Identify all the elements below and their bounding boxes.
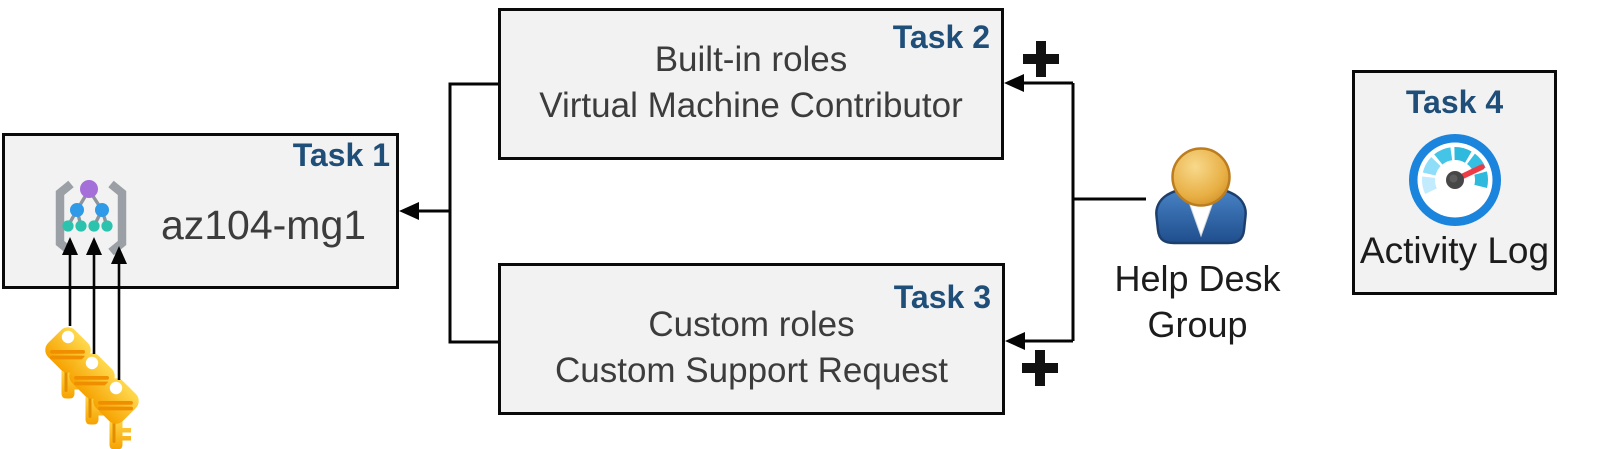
keys-icon: [41, 323, 143, 449]
person-head: [1171, 147, 1231, 207]
activity-log-gauge-icon: [1409, 134, 1501, 226]
task1-label: Task 1: [292, 137, 390, 173]
task1-title: az104-mg1: [160, 202, 367, 248]
task1-box: Task 1 az104-mg1: [2, 133, 399, 289]
left-bracket-connector: [448, 82, 498, 344]
task4-label: Task 4: [1405, 84, 1504, 120]
actor-line2: Group: [1147, 304, 1248, 345]
arrowhead-task2: [1004, 74, 1024, 92]
arrowhead-task1: [399, 202, 419, 220]
arrowhead-task3: [1005, 332, 1025, 350]
user-icon: [1155, 147, 1247, 245]
task2-line1: Built-in roles: [654, 40, 848, 79]
task3-box: Task 3 Custom roles Custom Support Reque…: [498, 263, 1005, 415]
task2-box: Task 2 Built-in roles Virtual Machine Co…: [498, 8, 1004, 160]
plus-icon-task3: [1022, 350, 1058, 386]
actor-caption: Help Desk Group: [1095, 256, 1300, 348]
actor-line1: Help Desk: [1114, 258, 1281, 299]
management-group-icon: [55, 180, 127, 256]
task2-line2: Virtual Machine Contributor: [539, 86, 963, 125]
task3-line2: Custom Support Request: [555, 351, 948, 390]
task3-label: Task 3: [893, 279, 991, 315]
right-brace: [108, 180, 127, 256]
task3-line1: Custom roles: [648, 305, 855, 344]
task4-box: Task 4 Activity Log: [1352, 70, 1557, 295]
task4-caption: Activity Log: [1359, 230, 1550, 271]
plus-icon-task2: [1023, 41, 1059, 77]
task2-label: Task 2: [892, 19, 990, 55]
left-brace: [55, 180, 74, 256]
